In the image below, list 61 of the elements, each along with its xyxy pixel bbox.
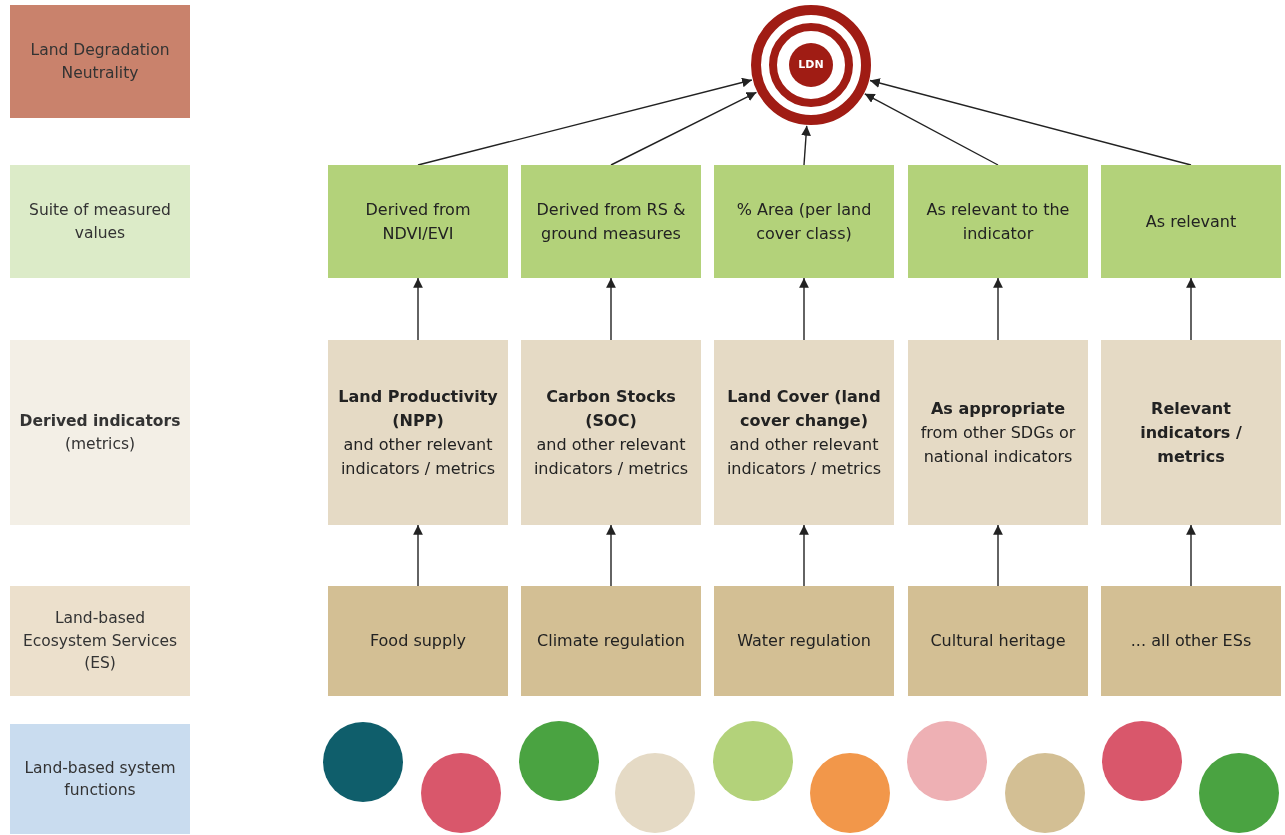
process-box	[714, 586, 894, 696]
arrow	[606, 277, 616, 341]
process-box	[908, 586, 1088, 696]
arrow	[413, 524, 423, 587]
row-label-box	[10, 724, 190, 834]
process-box	[908, 340, 1088, 525]
arrow	[1186, 524, 1196, 587]
box-text: As relevant to the indicator	[925, 198, 1071, 245]
arrow	[801, 125, 811, 166]
process-box	[1101, 340, 1281, 525]
row-label: Derived indicators (metrics)	[18, 411, 182, 455]
process-box	[521, 165, 701, 278]
row-label-box	[10, 165, 190, 278]
box-text: % Area (per land cover class)	[735, 198, 873, 245]
row-label: Suite of measured values	[28, 200, 172, 244]
row-label-box	[10, 586, 190, 696]
process-box	[521, 586, 701, 696]
process-box	[908, 165, 1088, 278]
box-text: Derived from RS & ground measures	[535, 198, 687, 245]
box-text: and other relevant indicators / metrics	[339, 433, 497, 480]
box-text: and other relevant indicators / metrics	[725, 433, 883, 480]
box-text: Water regulation	[737, 630, 871, 652]
arrow	[610, 91, 758, 166]
box-text: As relevant	[1145, 210, 1237, 233]
target-label: LDN	[798, 56, 824, 73]
box-text: Derived from NDVI/EVI	[364, 198, 472, 245]
row-label: Land Degradation Neutrality	[29, 40, 171, 84]
box-text: Cultural heritage	[930, 630, 1066, 652]
row-label: Land-based system functions	[23, 757, 177, 801]
arrow	[993, 524, 1003, 587]
arrow	[799, 524, 809, 587]
box-heading: Land Productivity (NPP)	[337, 385, 499, 432]
process-box	[328, 586, 508, 696]
row-label: Land-based Ecosystem Services (ES)	[21, 608, 179, 675]
arrow	[869, 78, 1192, 166]
process-box	[328, 165, 508, 278]
process-box	[714, 340, 894, 525]
arrow	[417, 77, 753, 166]
arrow	[799, 277, 809, 341]
process-box	[521, 340, 701, 525]
box-text: ... all other ESs	[1130, 630, 1252, 652]
box-heading: As appropriate	[930, 397, 1066, 420]
arrow	[606, 524, 616, 587]
process-box	[328, 340, 508, 525]
target-circle	[751, 5, 871, 125]
box-text: Relevant indicators / metrics	[1139, 397, 1243, 468]
arrow	[864, 93, 999, 166]
process-box	[1101, 165, 1281, 278]
arrow	[993, 277, 1003, 341]
box-text: Food supply	[369, 630, 467, 652]
box-heading: Land Cover (land cover change)	[726, 385, 882, 432]
box-heading: Carbon Stocks (SOC)	[545, 385, 677, 432]
process-box	[1101, 586, 1281, 696]
process-box	[714, 165, 894, 278]
arrow	[413, 277, 423, 341]
arrow	[1186, 277, 1196, 341]
row-label-box	[10, 5, 190, 118]
box-text: from other SDGs or national indicators	[919, 421, 1077, 468]
box-text: and other relevant indicators / metrics	[532, 433, 690, 480]
row-label-box	[10, 340, 190, 525]
box-text: Climate regulation	[537, 630, 685, 652]
